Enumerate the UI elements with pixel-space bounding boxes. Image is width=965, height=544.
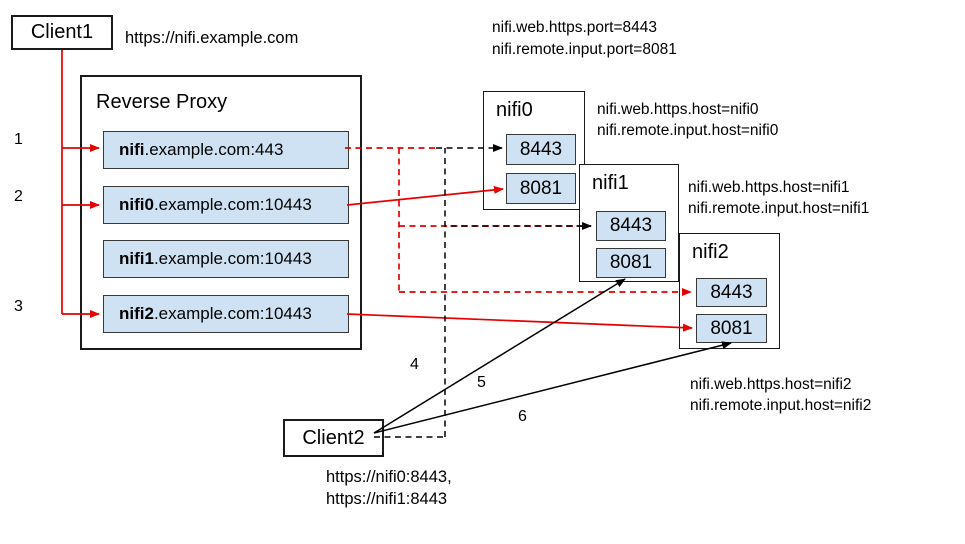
nifi2-config-line2: nifi.remote.input.host=nifi2 — [690, 397, 872, 414]
nifi0-config-line2: nifi.remote.input.host=nifi0 — [597, 122, 779, 139]
client1-box: Client1 — [11, 15, 113, 50]
cluster-config-line2: nifi.remote.input.port=8081 — [492, 41, 677, 58]
proxy-mapping-nifi1: nifi1.example.com:10443 — [103, 240, 349, 278]
nifi2-s2s-port-box: 8081 — [696, 314, 767, 343]
client2-label: Client2 — [302, 426, 365, 449]
node-box-nifi2: nifi2 8443 8081 — [679, 233, 780, 349]
mapping-host: nifi2 — [119, 304, 154, 323]
proxy-mapping-nifi: nifi.example.com:443 — [103, 131, 349, 169]
step-label-5: 5 — [477, 374, 486, 391]
nifi0-config-line1: nifi.web.https.host=nifi0 — [597, 101, 759, 118]
nifi1-https-port-box: 8443 — [596, 211, 666, 241]
client2-direct-s2s-arrows — [373, 278, 732, 434]
reverse-proxy-box: Reverse Proxy nifi.example.com:443 nifi0… — [80, 75, 362, 350]
client1-request-url: https://nifi.example.com — [125, 29, 299, 47]
nifi0-config-text: nifi.web.https.host=nifi0 nifi.remote.in… — [597, 99, 778, 141]
client2-request-urls: https://nifi0:8443, https://nifi1:8443 — [326, 467, 452, 510]
port-number: 8443 — [609, 215, 653, 236]
step-label-6: 6 — [518, 408, 527, 425]
step-label-4: 4 — [410, 356, 419, 373]
cluster-config-line1: nifi.web.https.port=8443 — [492, 19, 658, 36]
mapping-host: nifi — [119, 140, 145, 159]
client2-request-url-1: https://nifi0:8443, — [326, 468, 452, 486]
mapping-suffix: .example.com:443 — [144, 140, 284, 159]
nifi2-https-port-box: 8443 — [696, 278, 767, 307]
step-label-2: 2 — [14, 188, 23, 205]
nifi1-s2s-port-box: 8081 — [596, 248, 666, 278]
reverse-proxy-title: Reverse Proxy — [96, 91, 228, 113]
nifi0-s2s-port-box: 8081 — [506, 173, 576, 204]
port-number: 8081 — [519, 177, 563, 199]
client1-label: Client1 — [30, 21, 94, 43]
node-label-nifi0: nifi0 — [496, 99, 533, 121]
mapping-suffix: .example.com:10443 — [153, 249, 312, 268]
nifi1-config-line1: nifi.web.https.host=nifi1 — [688, 179, 850, 196]
node-label-nifi2: nifi2 — [692, 241, 729, 263]
client2-box: Client2 — [283, 419, 384, 457]
nifi1-config-line2: nifi.remote.input.host=nifi1 — [688, 200, 870, 217]
proxy-mapping-nifi2: nifi2.example.com:10443 — [103, 295, 349, 333]
nifi2-config-line1: nifi.web.https.host=nifi2 — [690, 376, 852, 393]
mapping-host: nifi1 — [119, 249, 154, 268]
nifi1-config-text: nifi.web.https.host=nifi1 nifi.remote.in… — [688, 177, 869, 219]
client2-request-url-2: https://nifi1:8443 — [326, 489, 448, 508]
node-box-nifi0: nifi0 8443 8081 — [483, 91, 585, 210]
port-number: 8443 — [519, 138, 563, 160]
port-number: 8443 — [710, 281, 753, 303]
proxy-mapping-nifi0: nifi0.example.com:10443 — [103, 186, 349, 224]
mapping-suffix: .example.com:10443 — [153, 304, 312, 323]
node-label-nifi1: nifi1 — [592, 172, 629, 194]
step-label-1: 1 — [14, 131, 23, 148]
nifi0-https-port-box: 8443 — [506, 134, 576, 165]
nifi2-config-text: nifi.web.https.host=nifi2 nifi.remote.in… — [690, 374, 871, 416]
mapping-host: nifi0 — [119, 195, 154, 214]
step-label-3: 3 — [14, 298, 23, 315]
mapping-suffix: .example.com:10443 — [153, 195, 312, 214]
cluster-config-text: nifi.web.https.port=8443 nifi.remote.inp… — [492, 17, 677, 61]
port-number: 8081 — [609, 252, 653, 273]
node-box-nifi1: nifi1 8443 8081 — [579, 164, 679, 282]
port-number: 8081 — [710, 317, 753, 339]
